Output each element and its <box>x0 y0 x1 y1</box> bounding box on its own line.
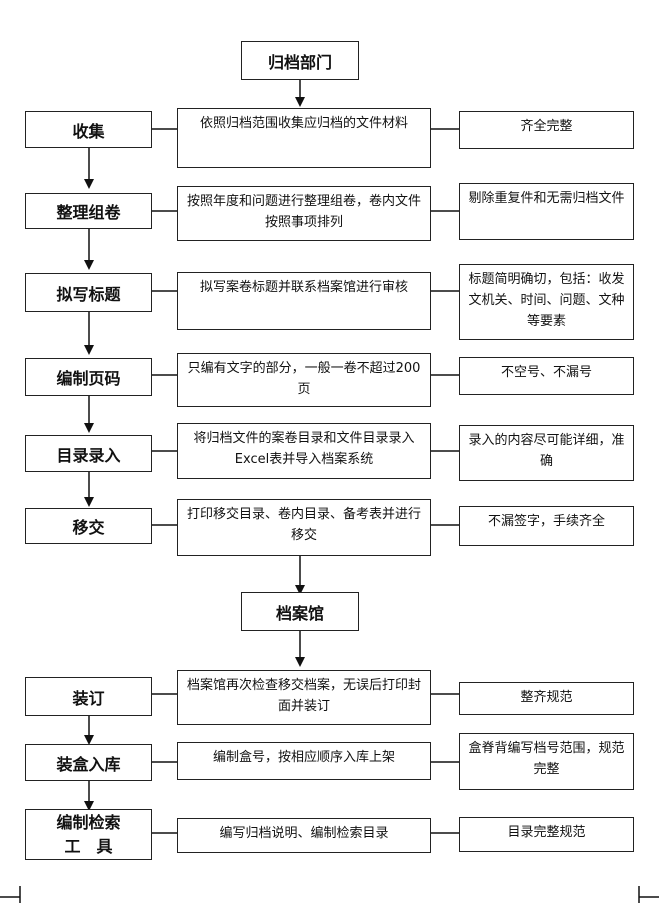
step-title: 拟写标题 <box>25 273 152 312</box>
step-label: 编制页码 <box>56 369 121 388</box>
step-label: 目录录入 <box>56 445 121 465</box>
step-requirement: 录入的内容尽可能详细，准确 <box>459 425 634 481</box>
step-label: 装订 <box>72 688 105 708</box>
step-requirement: 目录完整规范 <box>459 817 634 852</box>
step-label: 装盒入库 <box>56 754 121 774</box>
step-catalog-entry: 目录录入 <box>25 435 152 472</box>
step-desc: 档案馆再次检查移交档案，无误后打印封面并装订 <box>177 670 431 725</box>
step-collect: 收集 <box>25 111 152 148</box>
step-desc: 依照归档范围收集应归档的文件材料 <box>177 108 431 168</box>
step-label: 移交 <box>72 518 105 537</box>
step-desc: 拟写案卷标题并联系档案馆进行审核 <box>177 272 431 330</box>
step-boxing-storage: 装盒入库 <box>25 744 152 781</box>
step-desc: 打印移交目录、卷内目录、备考表并进行移交 <box>177 499 431 556</box>
step-requirement: 整齐规范 <box>459 682 634 715</box>
section-dept: 归档部门 <box>241 41 359 80</box>
step-requirement: 标题简明确切，包括：收发文机关、时间、问题、文种等要素 <box>459 264 634 340</box>
step-requirement: 剔除重复件和无需归档文件 <box>459 183 634 240</box>
step-retrieval-tools: 编制检索 工 具 <box>25 809 152 860</box>
step-binding: 装订 <box>25 677 152 716</box>
step-desc: 将归档文件的案卷目录和文件目录录入Excel表并导入档案系统 <box>177 423 431 479</box>
step-desc: 编写归档说明、编制检索目录 <box>177 818 431 853</box>
step-requirement: 齐全完整 <box>459 111 634 149</box>
step-desc: 按照年度和问题进行整理组卷，卷内文件按照事项排列 <box>177 186 431 241</box>
step-transfer: 移交 <box>25 508 152 544</box>
step-label-line1: 编制检索 <box>56 812 121 832</box>
step-desc: 只编有文字的部分，一般一卷不超过200页 <box>177 353 431 407</box>
section-archive: 档案馆 <box>241 592 359 631</box>
step-requirement: 不空号、不漏号 <box>459 357 634 395</box>
step-label: 收集 <box>72 121 105 141</box>
step-pagination: 编制页码 <box>25 358 152 396</box>
step-label: 拟写标题 <box>56 284 121 304</box>
section-dept-label: 归档部门 <box>267 52 332 72</box>
section-archive-label: 档案馆 <box>275 603 324 623</box>
step-organize: 整理组卷 <box>25 193 152 229</box>
step-requirement: 不漏签字，手续齐全 <box>459 506 634 546</box>
step-label-line2: 工 具 <box>64 836 113 856</box>
step-desc: 编制盒号，按相应顺序入库上架 <box>177 742 431 780</box>
step-requirement: 盒脊背编写档号范围，规范完整 <box>459 733 634 790</box>
step-label: 整理组卷 <box>56 203 121 222</box>
